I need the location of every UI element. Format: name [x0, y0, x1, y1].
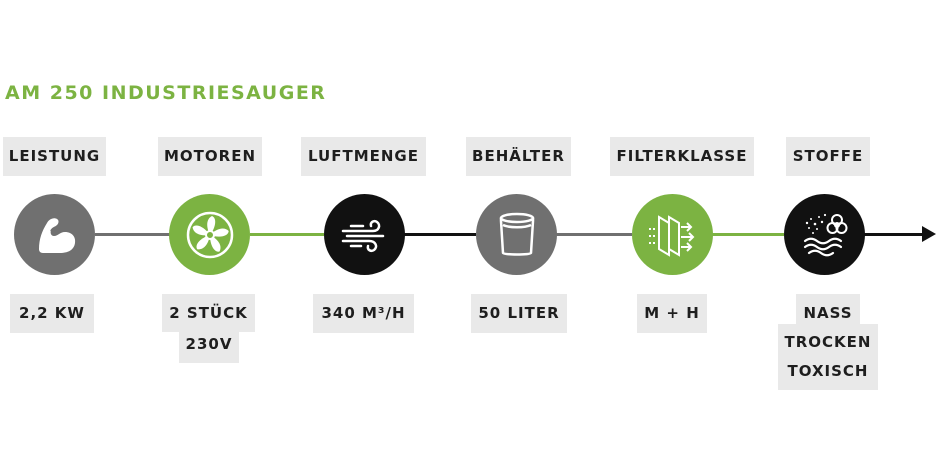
spec-value-luftmenge: 340 M³/H [313, 294, 414, 333]
spec-label-motoren: MOTOREN [158, 137, 262, 176]
spec-label-luftmenge: LUFTMENGE [301, 137, 426, 176]
timeline-segment-3 [404, 233, 476, 236]
spec-label-filterklasse: FILTERKLASSE [610, 137, 754, 176]
muscle-arm-icon [14, 194, 95, 275]
timeline-segment-1 [95, 233, 170, 236]
filter-icon [632, 194, 713, 275]
spec-label-leistung: LEISTUNG [3, 137, 106, 176]
page-title: AM 250 INDUSTRIESAUGER [5, 82, 327, 104]
timeline-segment-2 [250, 233, 324, 236]
biohazard-dust-icon [784, 194, 865, 275]
spec-value-behaelter: 50 LITER [471, 294, 567, 333]
spec-value-motoren-2: 230V [179, 325, 239, 363]
spec-value-leistung: 2,2 KW [10, 294, 94, 333]
container-icon [476, 194, 557, 275]
spec-value-stoffe-3: TOXISCH [778, 352, 878, 390]
spec-label-behaelter: BEHÄLTER [466, 137, 571, 176]
timeline-segment-5 [712, 233, 784, 236]
timeline-arrowhead [922, 226, 936, 242]
spec-value-filterklasse: M + H [637, 294, 707, 333]
wind-icon [324, 194, 405, 275]
spec-label-stoffe: STOFFE [786, 137, 870, 176]
timeline-segment-4 [556, 233, 632, 236]
fan-icon [169, 194, 250, 275]
timeline-segment-6 [864, 233, 924, 236]
